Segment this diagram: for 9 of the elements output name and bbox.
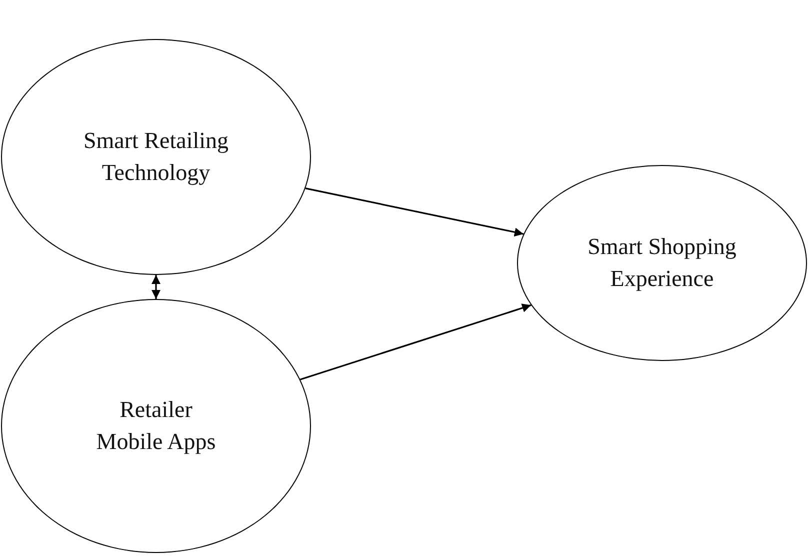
node-label: Smart Retailing Technology bbox=[82, 126, 230, 187]
ellipse-node bbox=[517, 165, 807, 361]
node-label: Smart Shopping Experience bbox=[587, 232, 737, 293]
arrow bbox=[300, 304, 532, 380]
arrow bbox=[152, 275, 160, 299]
ellipse-node bbox=[1, 299, 311, 553]
ellipse-node bbox=[1, 39, 311, 275]
node-label: Retailer Mobile Apps bbox=[95, 396, 217, 456]
arrow bbox=[305, 188, 524, 237]
